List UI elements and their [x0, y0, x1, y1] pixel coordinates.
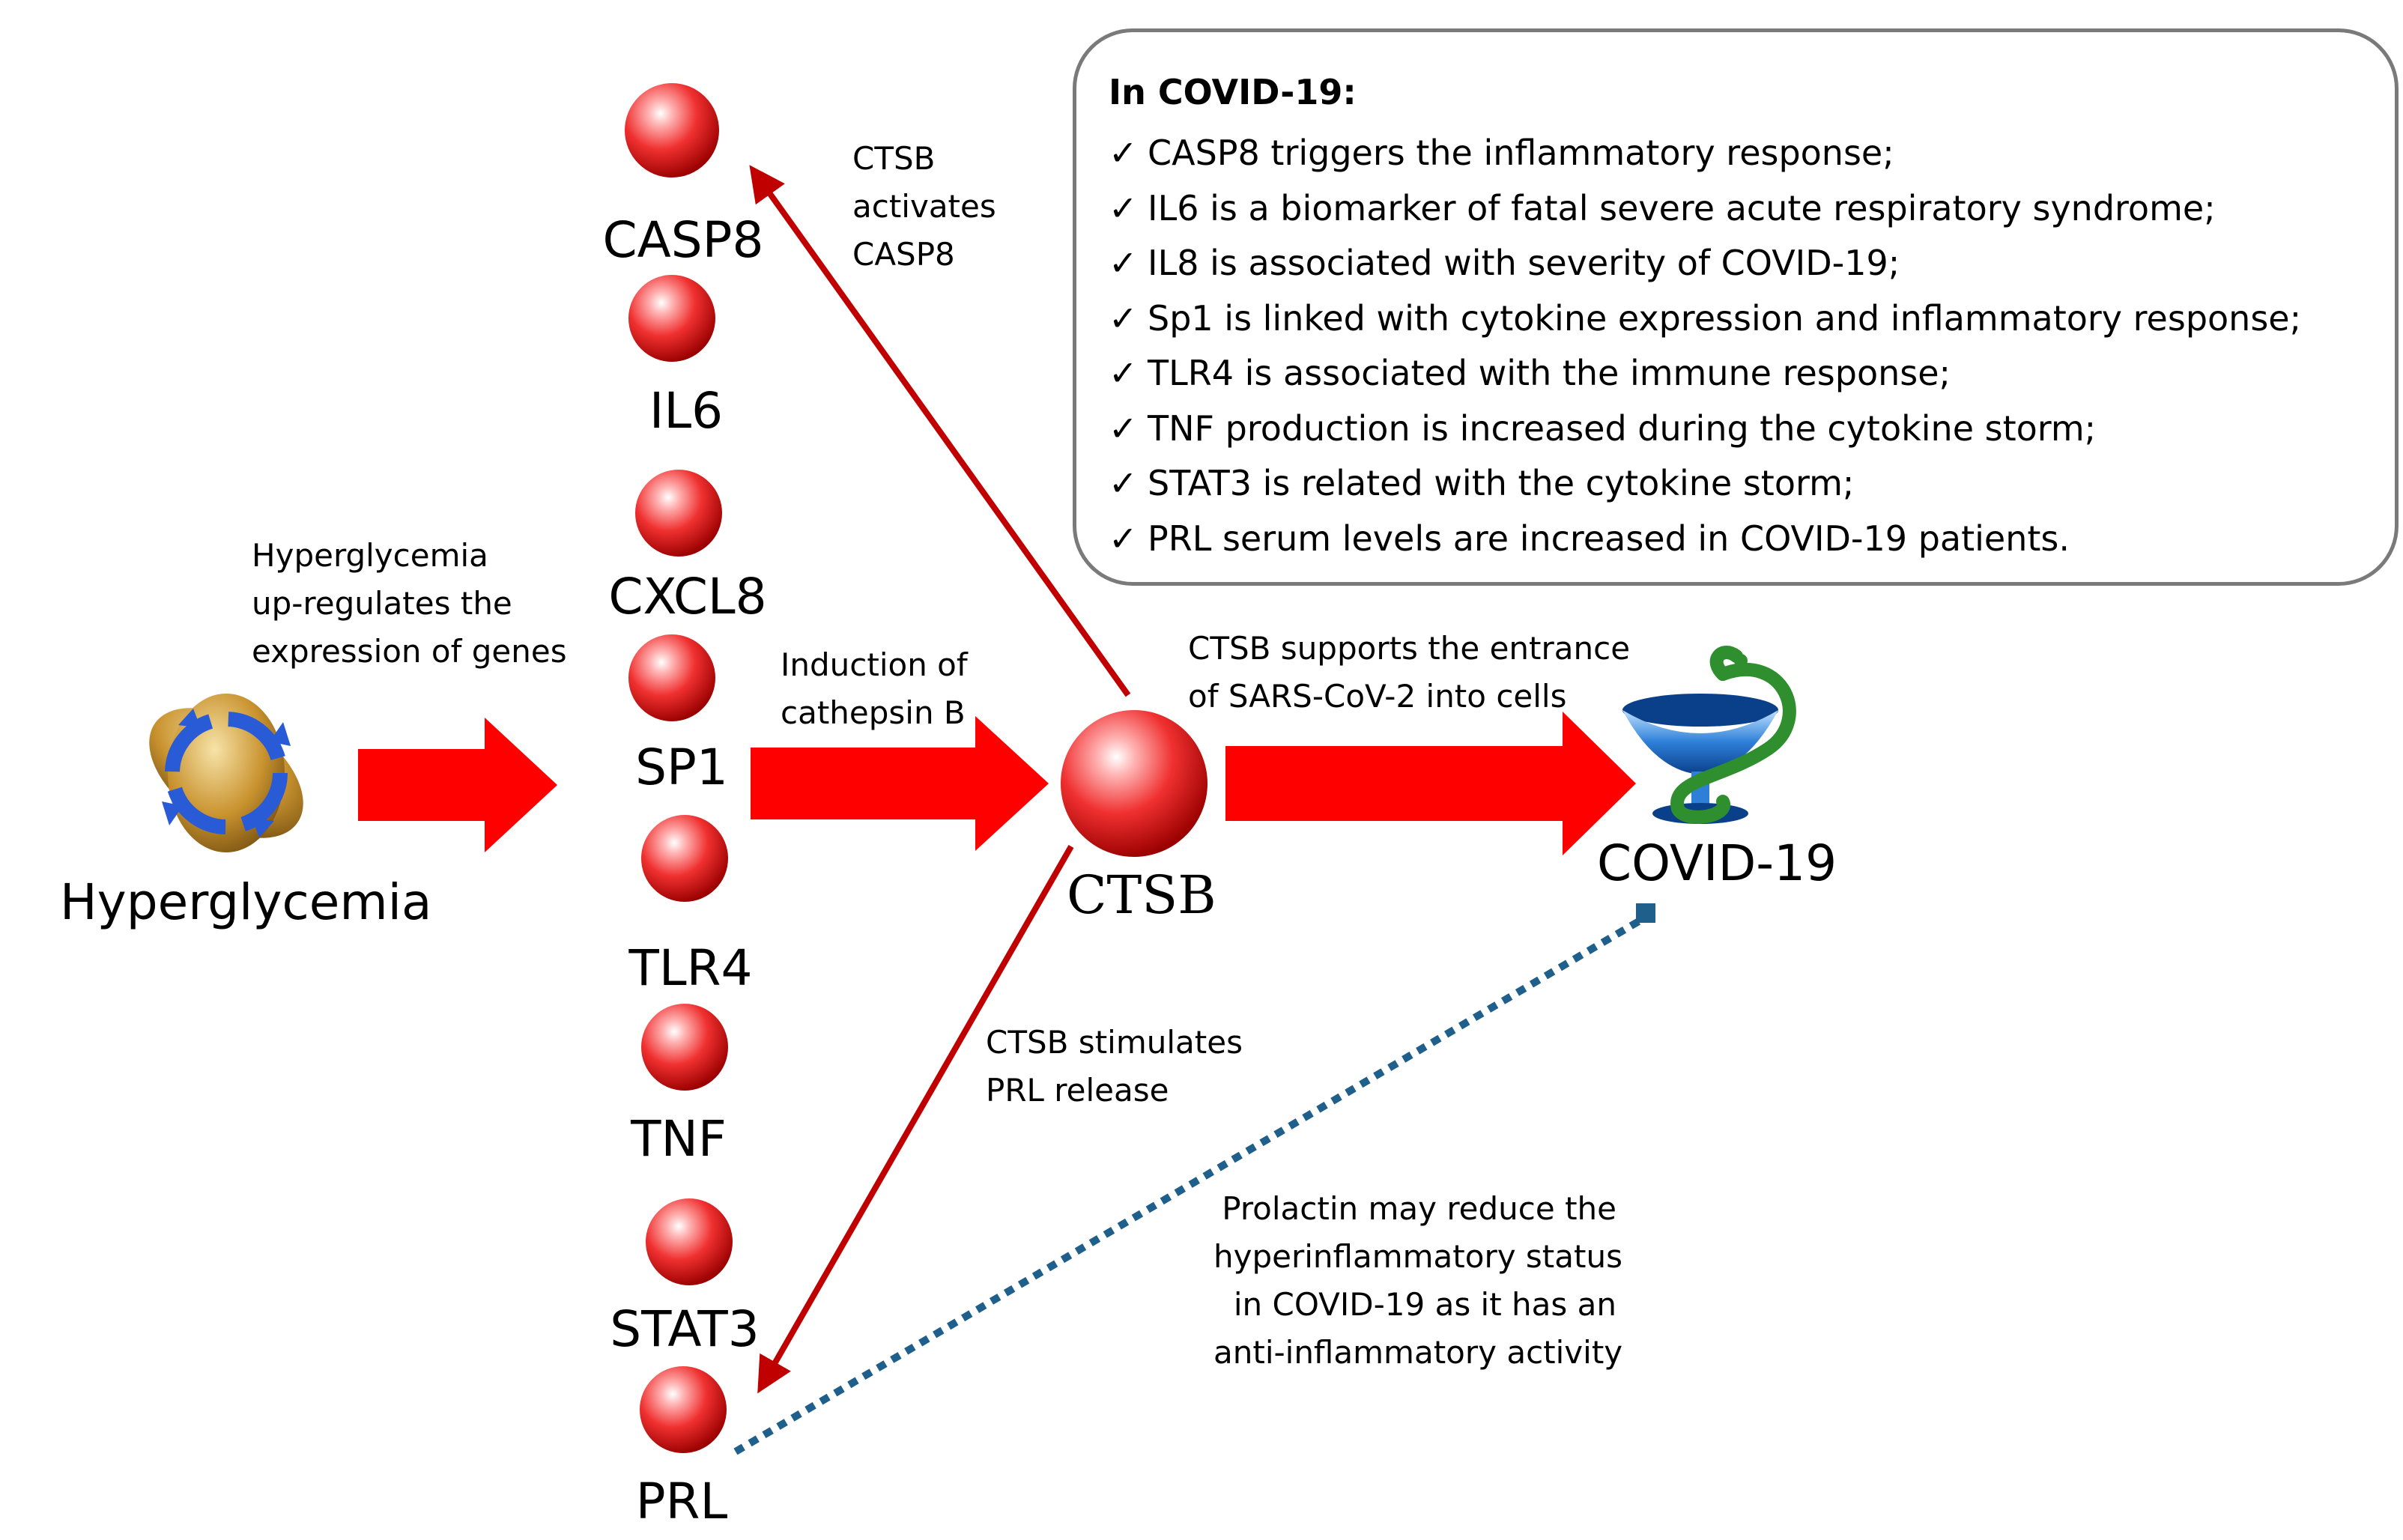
- gene-label-stat3: STAT3: [610, 1300, 760, 1358]
- covid-info-box: [1073, 28, 2399, 586]
- checkmark-icon: ✓: [1109, 243, 1138, 283]
- checkmark-icon: ✓: [1109, 297, 1138, 339]
- ctsb-entrance-note: CTSB supports the entrance of SARS-CoV-2…: [1188, 630, 1631, 715]
- gene-label-il6: IL6: [649, 382, 724, 440]
- induction-note: Induction of cathepsin B: [781, 646, 968, 731]
- hyperglycemia-icon: [149, 694, 303, 852]
- list-item: ✓Sp1 is linked with cytokine expression …: [1109, 291, 2301, 347]
- dotted-link-prl-covid: [733, 913, 1649, 1455]
- list-item: ✓TLR4 is associated with the immune resp…: [1109, 346, 2301, 401]
- covid-box-title: In COVID-19:: [1109, 72, 1357, 112]
- list-item: ✓TNF production is increased during the …: [1109, 401, 2301, 457]
- checkmark-icon: ✓: [1109, 353, 1138, 393]
- checkmark-icon: ✓: [1109, 187, 1138, 228]
- gene-ball-tnf: [641, 1004, 728, 1091]
- checkmark-icon: ✓: [1109, 463, 1138, 503]
- hyperglycemia-label: Hyperglycemia: [60, 873, 432, 931]
- gene-label-casp8: CASP8: [602, 211, 764, 269]
- covid-box-list: ✓CASP8 triggers the inflammatory respons…: [1109, 126, 2301, 566]
- arrow-ctsb-to-covid: [1225, 712, 1636, 855]
- dotted-link-endpoint: [1636, 903, 1655, 923]
- arrow-genes-to-ctsb: [751, 716, 1049, 851]
- list-item: ✓IL8 is associated with severity of COVI…: [1109, 236, 2301, 291]
- gene-ball-stat3: [646, 1198, 733, 1285]
- list-item: ✓CASP8 triggers the inflammatory respons…: [1109, 126, 2301, 181]
- arrow-ctsb-activates-casp8: [749, 165, 1131, 697]
- checkmark-icon: ✓: [1109, 407, 1138, 449]
- list-item: ✓IL6 is a biomarker of fatal severe acut…: [1109, 181, 2301, 237]
- gene-label-tnf: TNF: [631, 1110, 727, 1168]
- covid-label: COVID-19: [1597, 834, 1837, 892]
- ctsb-label: CTSB: [1067, 864, 1216, 926]
- arrow-hyperglycemia-to-genes: [358, 718, 557, 852]
- list-item: ✓PRL serum levels are increased in COVID…: [1109, 512, 2301, 567]
- gene-ball-prl: [640, 1366, 727, 1453]
- bowl-of-hygieia-icon: [1622, 646, 1796, 824]
- prolactin-note: Prolactin may reduce the hyperinflammato…: [1213, 1190, 1623, 1371]
- hyperglycemia-note: Hyperglycemia up-regulates the expressio…: [252, 537, 567, 670]
- checkmark-icon: ✓: [1109, 133, 1138, 173]
- gene-ball-casp8: [625, 83, 719, 178]
- gene-ball-cxcl8: [635, 470, 722, 557]
- ctsb-ball: [1061, 710, 1207, 857]
- gene-label-sp1: SP1: [635, 739, 728, 796]
- ctsb-activates-note: CTSB activates CASP8: [852, 140, 996, 273]
- gene-ball-il6: [628, 275, 715, 362]
- list-item: ✓STAT3 is related with the cytokine stor…: [1109, 456, 2301, 512]
- ctsb-stimulates-note: CTSB stimulates PRL release: [986, 1024, 1243, 1109]
- arrow-ctsb-stimulates-prl: [757, 845, 1074, 1394]
- gene-label-tlr4: TLR4: [628, 939, 753, 997]
- gene-ball-sp1: [628, 634, 715, 721]
- gene-ball-tlr4: [641, 815, 728, 902]
- gene-label-prl: PRL: [635, 1473, 728, 1530]
- gene-label-cxcl8: CXCL8: [608, 568, 767, 625]
- checkmark-icon: ✓: [1109, 518, 1138, 559]
